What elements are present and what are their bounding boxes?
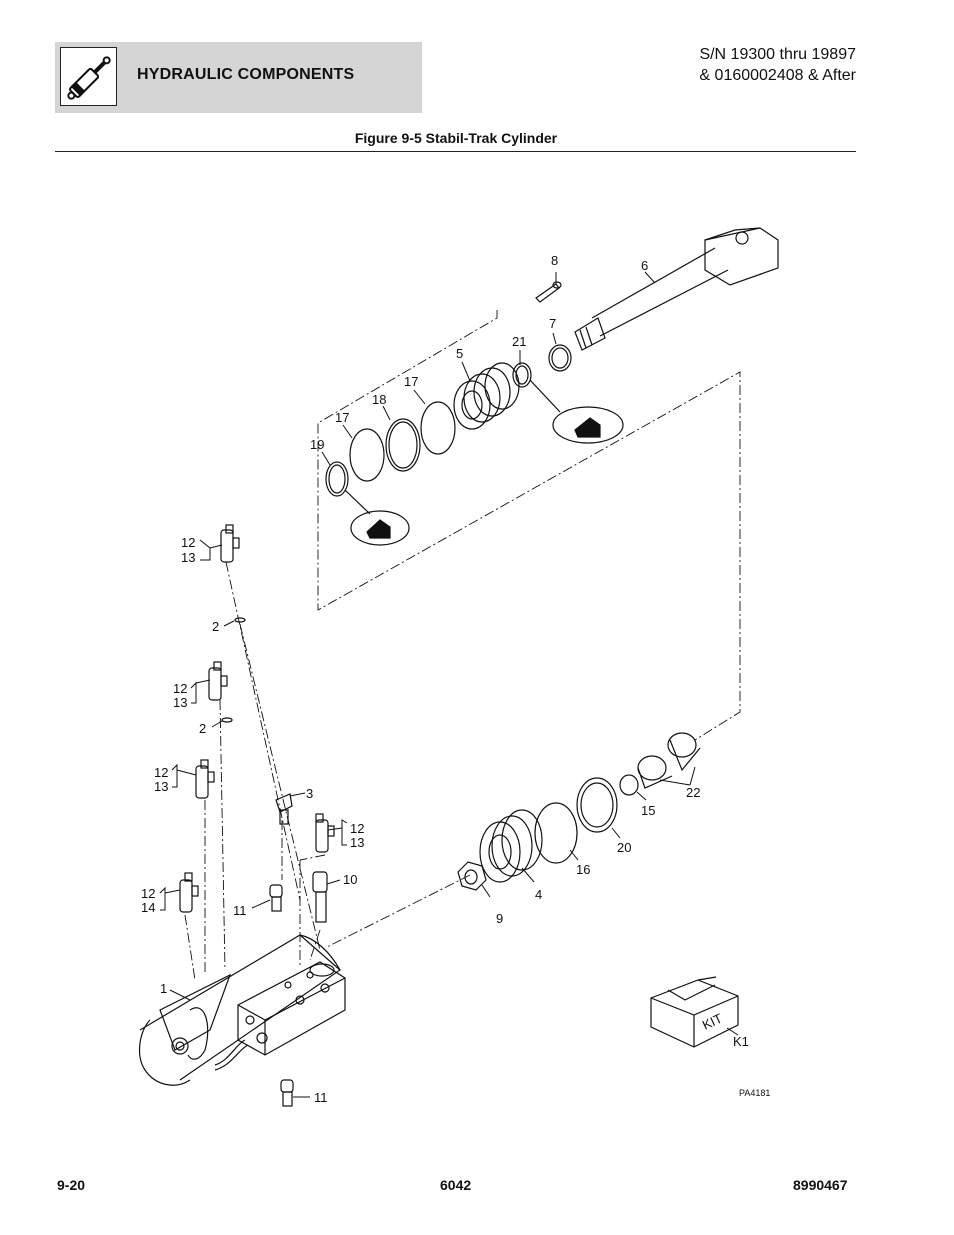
callout-13b: 13 [173, 695, 187, 710]
valve-12-13-top [220, 524, 240, 563]
callouts: 8 6 7 21 5 17 18 17 19 12 13 2 12 13 2 1… [141, 253, 770, 1105]
callout-17a: 17 [404, 374, 418, 389]
bolt-part-8 [535, 281, 562, 303]
callout-6: 6 [641, 258, 648, 273]
bushings-part-22 [637, 732, 701, 789]
callout-1: 1 [160, 981, 167, 996]
callout-11a: 11 [233, 903, 247, 918]
serial-line-2: & 0160002408 & After [699, 67, 856, 84]
ring-part-20 [576, 777, 618, 833]
callout-13d: 13 [350, 835, 364, 850]
kit-box-k1 [650, 976, 739, 1048]
callout-18: 18 [372, 392, 386, 407]
figure-title: Figure 9-5 Stabil-Trak Cylinder [354, 130, 558, 146]
callout-11b: 11 [314, 1090, 328, 1105]
plug-part-11b [280, 1079, 294, 1107]
callout-12b: 12 [173, 681, 187, 696]
drawing-number: PA4181 [739, 1088, 770, 1098]
callout-22: 22 [686, 785, 700, 800]
ring-part-21 [512, 362, 532, 388]
valve-12-14 [179, 872, 199, 913]
nut-part-9 [457, 861, 487, 891]
callout-14e: 14 [141, 900, 155, 915]
ring-part-18 [385, 418, 421, 472]
callout-12e: 12 [141, 886, 155, 901]
callout-19: 19 [310, 437, 324, 452]
leader-lines [159, 271, 739, 1098]
callout-16: 16 [576, 862, 590, 877]
valve-12-13-second [208, 661, 228, 701]
kit-box-label: KIT [700, 1011, 725, 1033]
callout-12d: 12 [350, 821, 364, 836]
head-part-4 [479, 809, 543, 883]
callout-4: 4 [535, 887, 542, 902]
plug-part-11a [269, 884, 283, 912]
oring-part-15 [619, 774, 639, 796]
serial-number-range: S/N 19300 thru 19897 & 0160002408 & Afte… [699, 44, 856, 86]
manual-number: 8990467 [793, 1177, 848, 1193]
page-number: 9-20 [57, 1177, 86, 1193]
callout-20: 20 [617, 840, 631, 855]
ring-part-19 [325, 461, 349, 497]
piston-part-5 [453, 362, 520, 430]
detail-bubble-1 [552, 406, 624, 444]
callout-10: 10 [343, 872, 357, 887]
rod-part-6 [574, 227, 779, 351]
callout-15: 15 [641, 803, 655, 818]
oring-part-2a [234, 617, 246, 623]
section-header: HYDRAULIC COMPONENTS [55, 42, 422, 113]
callout-21: 21 [512, 334, 526, 349]
model-number: 6042 [440, 1177, 472, 1193]
callout-8: 8 [551, 253, 558, 268]
callout-12c: 12 [154, 765, 168, 780]
callout-13c: 13 [154, 779, 168, 794]
callout-13a: 13 [181, 550, 195, 565]
ring-part-7 [548, 344, 572, 372]
valve-12-13-right [315, 813, 335, 853]
callout-12a: 12 [181, 535, 195, 550]
callout-2a: 2 [212, 619, 219, 634]
seal-part-17a [420, 401, 456, 455]
valve-12-13-third [195, 759, 215, 799]
callout-7: 7 [549, 316, 556, 331]
callout-3: 3 [306, 786, 313, 801]
cartridge-part-10 [312, 871, 328, 923]
wear-ring-part-16 [534, 802, 578, 864]
hydraulic-cylinder-icon [60, 47, 117, 106]
plug-part-3 [275, 793, 293, 825]
callout-5: 5 [456, 346, 463, 361]
section-title: HYDRAULIC COMPONENTS [137, 66, 355, 83]
callout-k1: K1 [733, 1034, 749, 1049]
seal-part-17b [349, 428, 385, 482]
detail-bubble-2 [350, 510, 410, 546]
callout-9: 9 [496, 911, 503, 926]
callout-17b: 17 [335, 410, 349, 425]
barrel-part-1 [138, 934, 346, 1086]
oring-part-2b [221, 717, 233, 723]
header-rule [55, 151, 856, 152]
callout-2b: 2 [199, 721, 206, 736]
serial-line-1: S/N 19300 thru 19897 [699, 46, 856, 63]
